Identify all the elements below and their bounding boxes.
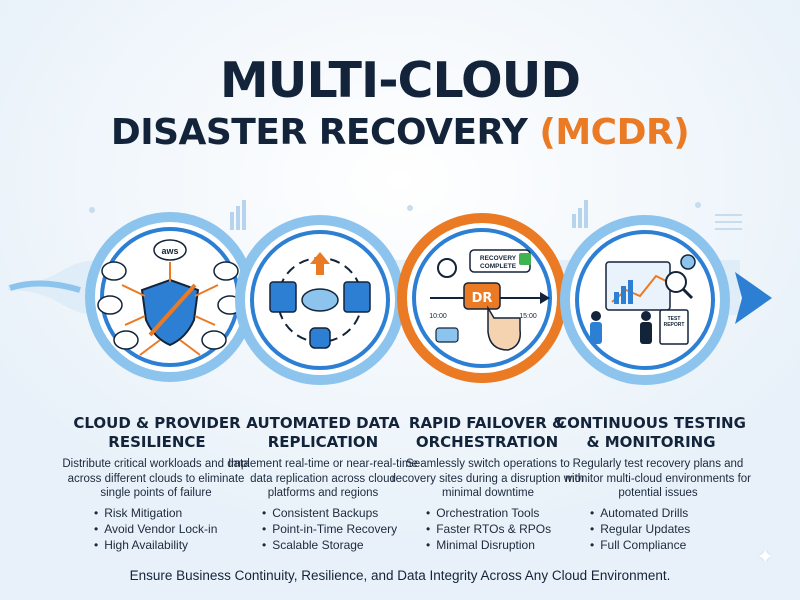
cloud-icon bbox=[301, 288, 339, 312]
line-decoration-right bbox=[715, 214, 742, 230]
arrow-up-icon bbox=[310, 252, 330, 264]
col2-bullets: Consistent Backups Point-in-Time Recover… bbox=[262, 505, 422, 553]
bar-decoration-right bbox=[572, 200, 588, 228]
server-icon bbox=[269, 281, 297, 313]
list-item: Avoid Vendor Lock-in bbox=[94, 521, 254, 537]
cloud-icon bbox=[113, 330, 139, 350]
circle-failover: RECOVERY COMPLETE DR 10:00 15:00 bbox=[397, 213, 567, 383]
list-item: Faster RTOs & RPOs bbox=[426, 521, 586, 537]
clock-icon bbox=[437, 258, 457, 278]
cloud-icon bbox=[97, 295, 123, 315]
col2-title: AUTOMATED DATA REPLICATION bbox=[228, 414, 418, 452]
magnifier-icon bbox=[665, 271, 687, 293]
col3-description: Seamlessly switch operations to recovery… bbox=[391, 458, 585, 499]
circle-data-replication bbox=[235, 215, 405, 385]
circle-monitoring: TEST REPORT bbox=[560, 215, 730, 385]
aws-badge-label: aws bbox=[161, 246, 178, 256]
list-item: Orchestration Tools bbox=[426, 505, 586, 521]
chat-icon bbox=[435, 327, 459, 343]
footer-tagline: Ensure Business Continuity, Resilience, … bbox=[129, 568, 671, 583]
server-icon bbox=[343, 281, 371, 313]
sparkle-icon: ✦ bbox=[756, 544, 775, 569]
list-item: Consistent Backups bbox=[262, 505, 422, 521]
col4-title-line1: CONTINUOUS TESTING bbox=[556, 414, 746, 432]
list-item: Automated Drills bbox=[590, 505, 750, 521]
cloud-icon bbox=[213, 261, 239, 281]
svg-text:REPORT: REPORT bbox=[664, 322, 685, 328]
gear-icon bbox=[680, 254, 696, 270]
svg-text:15:00: 15:00 bbox=[519, 313, 537, 320]
cloud-icon bbox=[201, 330, 227, 350]
person-icon bbox=[590, 311, 602, 344]
dr-button bbox=[463, 282, 501, 310]
col4-title: CONTINUOUS TESTING & MONITORING bbox=[556, 414, 746, 452]
col3-title-line2: ORCHESTRATION bbox=[415, 433, 559, 451]
spoke-arrows-icon bbox=[121, 262, 219, 356]
cloud-icon bbox=[101, 261, 127, 281]
bar-decoration-left bbox=[230, 200, 246, 230]
page-title-line2: DISASTER RECOVERY (MCDR) bbox=[0, 112, 800, 153]
col3-title-line1: RAPID FAILOVER & bbox=[408, 414, 566, 432]
col3-title: RAPID FAILOVER & ORCHESTRATION bbox=[392, 414, 582, 452]
svg-text:TEST: TEST bbox=[668, 316, 681, 322]
svg-text:RECOVERY: RECOVERY bbox=[480, 255, 517, 262]
title-main: DISASTER RECOVERY bbox=[110, 112, 528, 153]
col1-description: Distribute critical workloads and data a… bbox=[62, 458, 250, 499]
svg-text:10:00: 10:00 bbox=[429, 313, 447, 320]
check-icon bbox=[519, 253, 531, 265]
list-item: High Availability bbox=[94, 537, 254, 553]
flow-arrowhead-icon bbox=[735, 272, 772, 324]
svg-text:COMPLETE: COMPLETE bbox=[480, 263, 517, 270]
col2-description: Implement real-time or near-real-time da… bbox=[228, 458, 418, 499]
col4-title-line2: & MONITORING bbox=[586, 433, 716, 451]
cloud-badge-icon bbox=[153, 239, 187, 261]
test-report-icon bbox=[659, 309, 689, 345]
list-item: Regular Updates bbox=[590, 521, 750, 537]
list-item: Point-in-Time Recovery bbox=[262, 521, 422, 537]
col4-description: Regularly test recovery plans and monito… bbox=[565, 458, 751, 499]
hand-pointer-icon bbox=[487, 305, 521, 351]
col2-title-line2: REPLICATION bbox=[267, 433, 379, 451]
col3-bullets: Orchestration Tools Faster RTOs & RPOs M… bbox=[426, 505, 586, 553]
list-item: Scalable Storage bbox=[262, 537, 422, 553]
list-item: Risk Mitigation bbox=[94, 505, 254, 521]
title-accent: (MCDR) bbox=[539, 112, 690, 153]
col2-title-line1: AUTOMATED DATA bbox=[246, 414, 400, 432]
col1-title-line2: RESILIENCE bbox=[108, 433, 206, 451]
list-item: Full Compliance bbox=[590, 537, 750, 553]
person-icon bbox=[640, 311, 652, 344]
col4-bullets: Automated Drills Regular Updates Full Co… bbox=[590, 505, 750, 553]
col1-bullets: Risk Mitigation Avoid Vendor Lock-in Hig… bbox=[94, 505, 254, 553]
col1-title-line1: CLOUD & PROVIDER bbox=[73, 414, 241, 432]
col1-title: CLOUD & PROVIDER RESILIENCE bbox=[62, 414, 252, 452]
list-item: Minimal Disruption bbox=[426, 537, 586, 553]
svg-text:DR: DR bbox=[472, 291, 493, 306]
circle-cloud-resilience: aws bbox=[85, 212, 255, 382]
database-icon bbox=[309, 327, 331, 349]
page-title-line1: MULTI-CLOUD bbox=[219, 52, 581, 109]
